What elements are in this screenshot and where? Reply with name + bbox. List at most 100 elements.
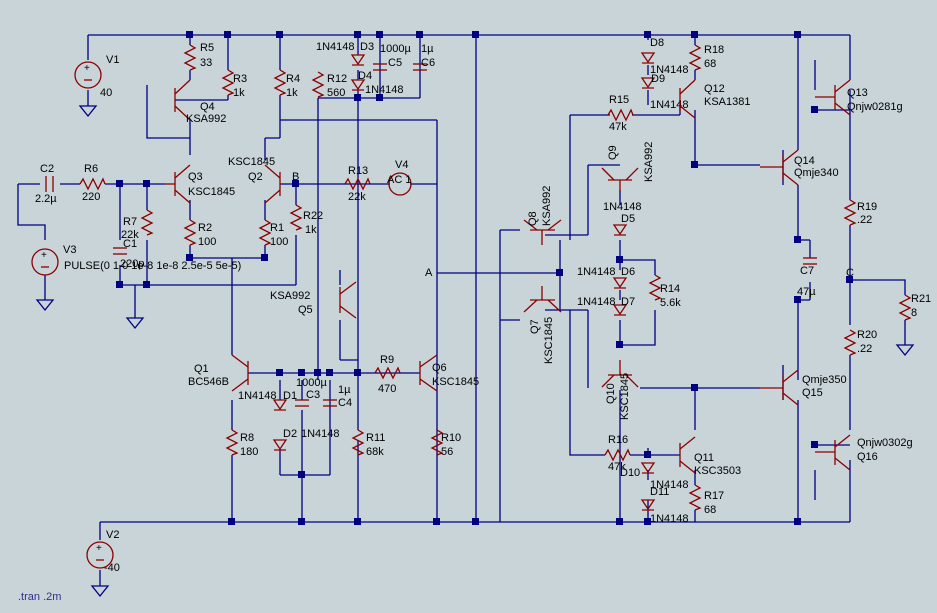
resistor-r1[interactable]: R1 100 [258, 219, 288, 248]
transistor-q5[interactable]: KSA992 Q5 [270, 281, 357, 319]
capacitor-c3[interactable]: 1000µ C3 [295, 377, 327, 407]
v3-value: PULSE(0 1 0 1e-8 1e-8 2.5e-5 5e-5) [64, 260, 241, 272]
r10-value: 56 [441, 446, 453, 458]
voltage-source-v2[interactable]: + V2 -40 [86, 529, 120, 574]
diode-d4[interactable]: D4 1N4148 [350, 70, 404, 96]
r11-name: R11 [366, 432, 385, 444]
transistor-q16[interactable]: Qnjw0302g Q16 [815, 434, 913, 471]
r3-value: 1k [233, 87, 245, 99]
q15-name: Q15 [802, 387, 823, 399]
resistor-r2[interactable]: R2 100 [183, 219, 216, 248]
d2-name: D2 [283, 428, 297, 440]
resistor-r10[interactable]: R10 56 [430, 429, 461, 458]
capacitor-c2[interactable]: C2 2.2µ [35, 163, 57, 205]
c3-name: C3 [306, 389, 320, 401]
diode-d2[interactable]: D2 1N4148 [272, 428, 340, 451]
q10-value: KSC1845 [619, 373, 631, 420]
capacitor-c1[interactable]: C1 220p [113, 238, 144, 270]
q3-value: KSC1845 [188, 186, 235, 198]
resistor-r4[interactable]: R4 1k [273, 69, 300, 99]
resistor-r17[interactable]: R17 68 [688, 484, 724, 516]
q1-value: BC546B [188, 376, 229, 388]
transistor-q7[interactable]: Q7 KSC1845 [523, 286, 562, 364]
resistor-r14[interactable]: R14 5.6k [648, 274, 681, 309]
transistor-q12[interactable]: Q12 KSA1381 [679, 79, 750, 119]
d1-name: D1 [283, 390, 297, 402]
resistor-r6[interactable]: R6 220 [79, 163, 106, 203]
q16-name: Q16 [857, 451, 878, 463]
resistor-r21[interactable]: R21 8 [898, 293, 931, 321]
r13-name: R13 [348, 165, 368, 177]
voltage-source-v4[interactable]: V4 AC 1 [387, 159, 412, 196]
q9-value: KSA992 [643, 142, 655, 182]
transistor-q6[interactable]: Q6 KSC1845 [419, 354, 479, 392]
r14-name: R14 [660, 283, 680, 295]
d7-name: D7 [621, 296, 635, 308]
ground-symbols [35, 105, 915, 598]
transistor-q13[interactable]: Q13 Qnjw0281g [815, 79, 903, 116]
resistor-r8[interactable]: R8 180 [225, 429, 258, 458]
r16-value: 47k [608, 461, 626, 473]
transistor-q3[interactable]: Q3 KSC1845 [165, 164, 235, 204]
resistor-r18[interactable]: R18 68 [688, 44, 724, 71]
diode-d6[interactable]: 1N4148 D6 [577, 266, 635, 289]
r19-value: .22 [857, 214, 872, 226]
d6-value: 1N4148 [577, 266, 616, 278]
d10-name: D10 [620, 467, 640, 479]
resistor-r3[interactable]: R3 1k [221, 69, 247, 99]
capacitor-c4[interactable]: 1µ C4 [323, 384, 352, 409]
resistor-r13[interactable]: R13 22k [344, 165, 371, 203]
r17-value: 68 [704, 504, 716, 516]
capacitor-c6[interactable]: 1µ C6 [413, 43, 435, 71]
r14-value: 5.6k [660, 297, 681, 309]
resistor-r5[interactable]: R5 33 [183, 42, 214, 71]
resistor-r16[interactable]: R16 47k [604, 434, 631, 473]
transistor-q15[interactable]: Qmje350 Q15 [760, 369, 847, 406]
transistor-q4[interactable]: Q4 KSA992 [174, 79, 226, 125]
resistor-r19[interactable]: R19 .22 [843, 199, 877, 226]
transistor-q11[interactable]: Q11 KSC3503 [679, 436, 741, 477]
voltage-source-v1[interactable]: + V1 40 [74, 54, 119, 99]
diode-d9[interactable]: D9 1N4148 [640, 73, 689, 111]
diode-d7[interactable]: 1N4148 D7 [577, 296, 635, 316]
q5-name: Q5 [298, 304, 313, 316]
transistor-q8[interactable]: Q8 KSA992 [523, 186, 562, 245]
transistor-q9[interactable]: Q9 KSA992 [601, 142, 655, 192]
resistor-r22[interactable]: R22 1k [289, 204, 323, 236]
r9-name: R9 [380, 354, 394, 366]
svg-text:+: + [84, 63, 90, 74]
spice-directive[interactable]: .tran .2m [18, 591, 61, 603]
q1-name: Q1 [194, 363, 209, 375]
q4-name: Q4 [200, 101, 215, 113]
resistor-r11[interactable]: R11 68k [351, 429, 385, 458]
r21-name: R21 [911, 293, 931, 305]
transistor-q14[interactable]: Q14 Qmje340 [760, 149, 839, 186]
diode-d5[interactable]: 1N4148 D5 [603, 201, 642, 236]
resistor-r7[interactable]: R7 22k [121, 209, 154, 241]
d5-value: 1N4148 [603, 201, 642, 213]
diode-d1[interactable]: 1N4148 D1 [238, 390, 297, 411]
transistor-q1[interactable]: Q1 BC546B [188, 354, 249, 392]
diode-d10[interactable]: D10 1N4148 [620, 462, 689, 491]
d9-value: 1N4148 [650, 99, 689, 111]
diode-d8[interactable]: D8 1N4148 [640, 37, 689, 76]
capacitor-c7[interactable]: C7 47µ [797, 257, 817, 298]
r6-name: R6 [84, 163, 98, 175]
d11-name: D11 [650, 486, 669, 498]
d4-value: 1N4148 [365, 84, 404, 96]
q10-name: Q10 [605, 383, 617, 404]
r7-name: R7 [123, 216, 137, 228]
resistor-r12[interactable]: R12 560 [311, 71, 347, 99]
transistor-q2[interactable]: KSC1845 Q2 [228, 156, 281, 204]
diode-d3[interactable]: 1N4148 D3 [316, 41, 374, 66]
voltage-source-v3[interactable]: + V3 PULSE(0 1 0 1e-8 1e-8 2.5e-5 5e-5) [31, 244, 241, 276]
q5-value: KSA992 [270, 290, 310, 302]
q14-name: Q14 [794, 155, 815, 167]
resistor-r15[interactable]: R15 47k [607, 94, 634, 133]
resistor-r20[interactable]: R20 .22 [843, 329, 877, 356]
transistor-q10[interactable]: Q10 KSC1845 [601, 360, 639, 420]
capacitor-c5[interactable]: 1000µ C5 [373, 43, 411, 71]
resistor-r9[interactable]: R9 470 [374, 354, 401, 395]
diode-d11[interactable]: D11 1N4148 [640, 486, 689, 525]
q16-value: Qnjw0302g [857, 437, 913, 449]
